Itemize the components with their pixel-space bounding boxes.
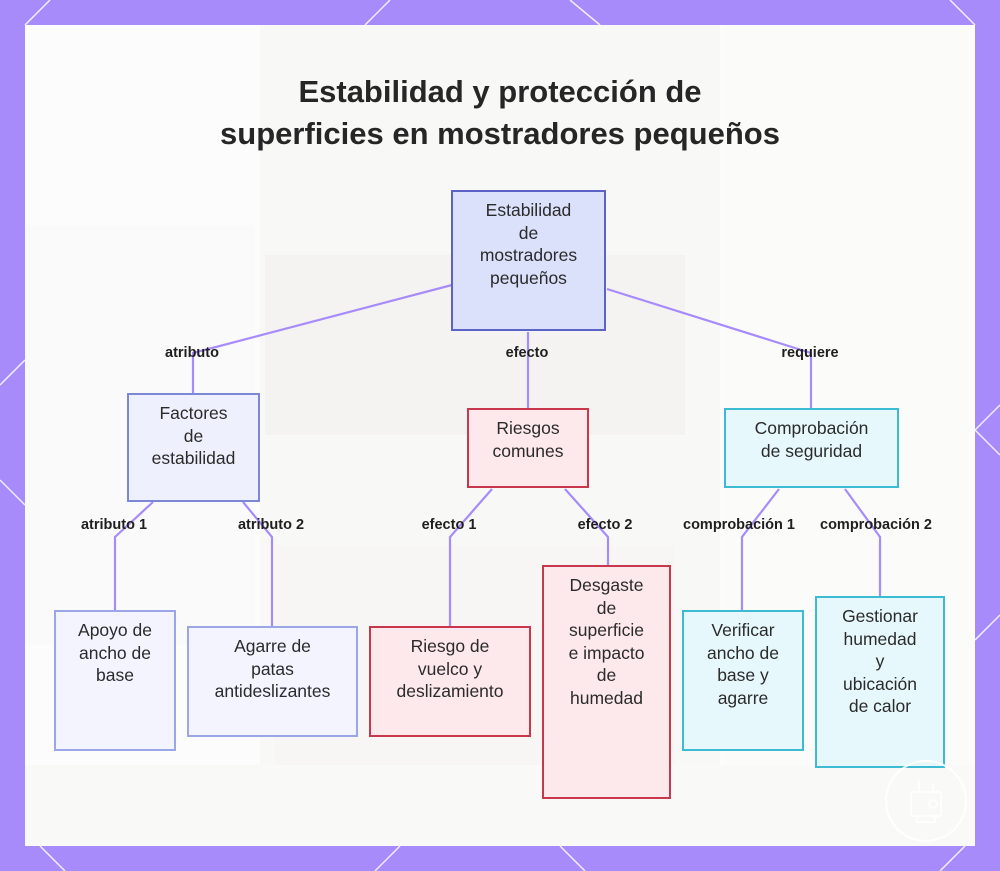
coffee-machine-stamp-icon (885, 760, 967, 842)
node-safety-check[interactable]: Comprobación de seguridad (724, 408, 899, 488)
edge-label-attribute-1: atributo 1 (80, 517, 148, 533)
node-base-support-label: Apoyo de ancho de base (78, 620, 152, 685)
edge-root-check (606, 287, 813, 410)
edge-label-check-2: comprobación 2 (820, 517, 932, 533)
edge-root-factors (191, 283, 453, 395)
page-title: Estabilidad y protección de superficies … (25, 71, 975, 155)
node-manage-humidity-label: Gestionar humedad y ubicación de calor (842, 606, 918, 716)
edge-label-effect-2: efecto 2 (577, 517, 633, 533)
edge-label-attribute: atributo (165, 345, 219, 361)
node-root-label: Estabilidad de mostradores pequeños (479, 200, 578, 288)
node-stability-factors-label: Factores de estabilidad (151, 403, 236, 468)
node-common-risks[interactable]: Riesgos comunes (467, 408, 589, 488)
edge-risks-tip (448, 488, 493, 628)
node-tip-slip-risk[interactable]: Riesgo de vuelco y deslizamiento (369, 626, 531, 737)
edge-risks-wear (564, 488, 610, 567)
node-verify-base[interactable]: Verificar ancho de base y agarre (682, 610, 804, 751)
node-safety-check-label: Comprobación de seguridad (754, 418, 869, 461)
node-tip-slip-risk-label: Riesgo de vuelco y deslizamiento (396, 636, 504, 701)
diagram-card: Estabilidad y protección de superficies … (25, 25, 975, 846)
node-manage-humidity[interactable]: Gestionar humedad y ubicación de calor (815, 596, 945, 768)
edge-label-effect-1: efecto 1 (421, 517, 477, 533)
node-root[interactable]: Estabilidad de mostradores pequeños (451, 190, 606, 331)
edge-label-attribute-2: atributo 2 (237, 517, 305, 533)
edge-label-check-1: comprobación 1 (683, 517, 795, 533)
edge-check-humidity (844, 488, 882, 598)
node-verify-base-label: Verificar ancho de base y agarre (706, 620, 779, 708)
node-common-risks-label: Riesgos comunes (492, 418, 564, 461)
node-surface-wear-label: Desgaste de superficie e impacto de hume… (568, 575, 645, 708)
edge-factors-grip (242, 501, 274, 628)
node-base-support[interactable]: Apoyo de ancho de base (54, 610, 176, 751)
edge-label-effect: efecto (505, 345, 549, 361)
node-non-slip-grip[interactable]: Agarre de patas antideslizantes (187, 626, 358, 737)
edge-check-verify (740, 488, 780, 612)
edge-label-requires: requiere (781, 345, 839, 361)
node-stability-factors[interactable]: Factores de estabilidad (127, 393, 260, 502)
node-non-slip-grip-label: Agarre de patas antideslizantes (214, 636, 331, 701)
title-line-2: superficies en mostradores pequeños (220, 116, 780, 151)
node-surface-wear[interactable]: Desgaste de superficie e impacto de hume… (542, 565, 671, 799)
edge-factors-base (113, 501, 154, 612)
title-line-1: Estabilidad y protección de (298, 74, 702, 109)
connector-lines (113, 283, 882, 628)
